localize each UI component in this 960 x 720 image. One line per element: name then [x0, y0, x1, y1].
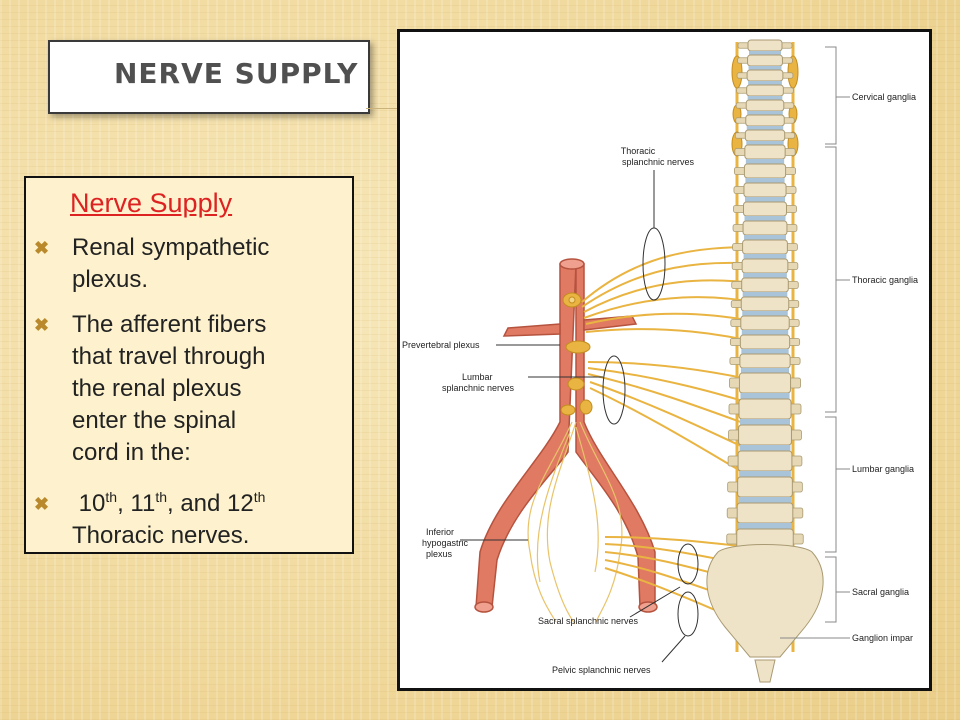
sacrum-illustration [706, 544, 824, 683]
bullet-star-icon: ✖ [34, 494, 50, 514]
vertebra [746, 84, 784, 97]
intervertebral-disc [743, 273, 787, 278]
intervertebral-disc [748, 81, 782, 85]
label-leaders [460, 170, 699, 663]
label-lumbar-splanchnic: Lumbar [462, 372, 493, 382]
hypogastric-plexus-fibers [527, 421, 623, 625]
label-sacral-splanchnic: Sacral splanchnic nerves [538, 616, 639, 626]
intervertebral-disc [741, 349, 789, 354]
vertebra [742, 220, 788, 236]
vertebra [737, 476, 793, 498]
label-cervical-ganglia: Cervical ganglia [852, 92, 916, 102]
vertebra [739, 353, 791, 369]
title-divider [366, 108, 398, 109]
intervertebral-disc [738, 497, 792, 503]
vertebra [744, 129, 786, 142]
vertebra [747, 39, 783, 52]
vertebra [746, 69, 784, 82]
label-inferior-hypogastric: Inferior [426, 527, 454, 537]
vertebra [743, 163, 787, 179]
vertebra [739, 334, 791, 350]
intervertebral-disc [745, 178, 785, 183]
ordinal-number: , 11 [117, 490, 156, 517]
bullet-line: Thoracic nerves. [72, 522, 250, 549]
intervertebral-disc [747, 111, 783, 115]
ordinal-number: 10 [78, 490, 106, 517]
slide-title: NERVE SUPPLY [114, 57, 359, 90]
label-thoracic-splanchnic: splanchnic nerves [622, 157, 695, 167]
intervertebral-disc [743, 254, 787, 259]
vertebra [742, 239, 788, 255]
label-ganglion-impar: Ganglion impar [852, 633, 913, 643]
vertebra [743, 182, 787, 198]
label-prevertebral-plexus: Prevertebral plexus [402, 340, 480, 350]
vertebra [747, 54, 783, 67]
intervertebral-disc [740, 393, 790, 399]
vertebra [740, 315, 790, 331]
intervertebral-disc [746, 126, 784, 130]
vertebra [741, 277, 789, 293]
vertebra [738, 398, 792, 420]
label-inferior-hypogastric: hypogastric [422, 538, 469, 548]
ordinal-suffix: th [253, 489, 266, 505]
prevertebral-plexus-illustration [560, 292, 593, 416]
vertebral-column [726, 39, 804, 555]
label-thoracic-ganglia: Thoracic ganglia [852, 275, 918, 285]
intervertebral-disc [749, 51, 781, 55]
ganglia-brackets [780, 46, 850, 639]
label-pelvic-splanchnic: Pelvic splanchnic nerves [552, 665, 651, 675]
vertebra [745, 114, 785, 127]
bullet-line: that travel through [72, 343, 266, 370]
vertebra [740, 296, 790, 312]
vertebra [738, 372, 792, 394]
bullet-line: the renal plexus [72, 375, 242, 402]
intervertebral-disc [747, 96, 783, 100]
intervertebral-disc [745, 159, 785, 164]
anatomy-figure: Cervical ganglia Thoracic ganglia Lumbar… [397, 29, 932, 691]
bullet-line: cord in the: [72, 439, 191, 466]
intervertebral-disc [748, 66, 782, 70]
intervertebral-disc [739, 445, 791, 451]
intervertebral-disc [742, 311, 788, 316]
label-lumbar-splanchnic: splanchnic nerves [442, 383, 515, 393]
intervertebral-disc [742, 292, 788, 297]
intervertebral-disc [740, 419, 790, 425]
vertebra [744, 144, 786, 160]
slide-title-box: NERVE SUPPLY [48, 40, 370, 114]
label-sacral-ganglia: Sacral ganglia [852, 587, 909, 597]
vertebra [736, 502, 794, 524]
intervertebral-disc [741, 330, 789, 335]
bullet-line: enter the spinal [72, 407, 237, 434]
ordinal-number: , and 12 [167, 490, 254, 517]
ordinal-suffix: th [155, 489, 167, 505]
intervertebral-disc [744, 197, 786, 202]
bullet-line: 10th, 11th, and 12th [72, 488, 266, 520]
vertebra [745, 99, 785, 112]
label-lumbar-ganglia: Lumbar ganglia [852, 464, 914, 474]
vertebra [737, 450, 793, 472]
intervertebral-disc [739, 471, 791, 477]
content-text-box: Nerve Supply ✖ Renal sympathetic plexus.… [24, 176, 354, 554]
autonomic-nerve-diagram: Cervical ganglia Thoracic ganglia Lumbar… [402, 39, 918, 683]
intervertebral-disc [740, 368, 790, 373]
ordinal-suffix: th [105, 489, 118, 505]
figure-labels: Cervical ganglia Thoracic ganglia Lumbar… [402, 92, 918, 675]
intervertebral-disc [738, 523, 792, 529]
bullet-line: Renal sympathetic [72, 234, 270, 261]
intervertebral-disc [746, 141, 784, 145]
intervertebral-disc [744, 216, 786, 221]
label-inferior-hypogastric: plexus [426, 549, 453, 559]
bullet-line: The afferent fibers [72, 311, 267, 338]
vertebra [738, 424, 792, 446]
content-heading: Nerve Supply [70, 188, 233, 218]
bullet-star-icon: ✖ [34, 315, 50, 335]
bullet-star-icon: ✖ [34, 238, 50, 258]
label-thoracic-splanchnic: Thoracic [621, 146, 656, 156]
intervertebral-disc [744, 235, 786, 240]
vertebra [741, 258, 789, 274]
vertebra [743, 201, 787, 217]
bullet-line: plexus. [72, 266, 149, 293]
